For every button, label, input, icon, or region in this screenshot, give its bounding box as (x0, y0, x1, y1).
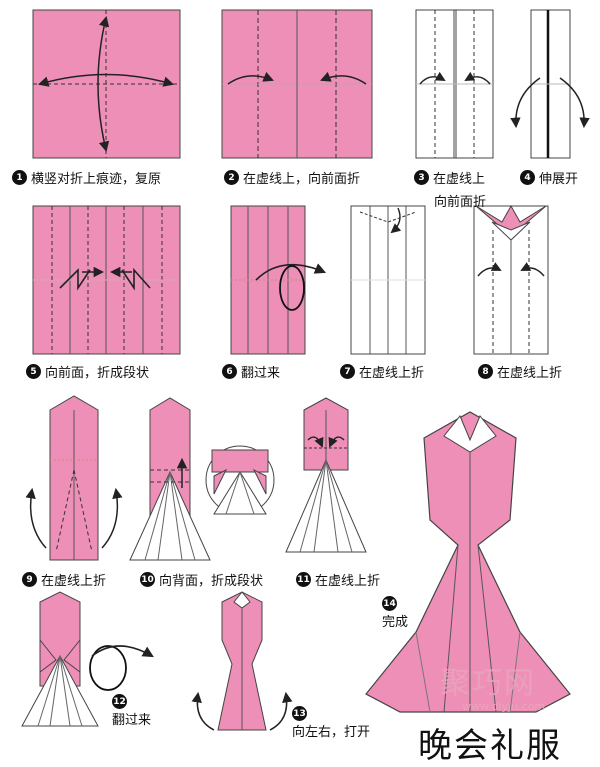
step-7-text: 在虚线上折 (359, 366, 425, 381)
page-title: 晚会礼服 (418, 726, 562, 766)
step-6-number: 6 (222, 364, 237, 379)
step-14-label: 14 完成 (382, 596, 408, 630)
step-3-figure (415, 9, 494, 159)
step-12-figure (21, 591, 154, 727)
step-8-label: 8 在虚线上折 (478, 362, 562, 381)
step-3-number: 3 (414, 170, 429, 185)
step-3-text: 在虚线上 (433, 172, 486, 187)
step-1-figure (32, 9, 181, 159)
step-13-text: 向左右，打开 (292, 725, 371, 740)
step-13-number: 13 (292, 706, 307, 721)
step-13-label: 13 向左右，打开 (292, 706, 370, 740)
watermark-logo: 聚巧网 (440, 666, 536, 701)
step-1-text: 横竖对折上痕迹，复原 (31, 172, 162, 187)
step-2-text: 在虚线上，向前面折 (243, 172, 361, 187)
step-5-figure (32, 205, 181, 355)
step-11-label: 11 在虚线上折 (296, 570, 380, 589)
step-2-label: 2 在虚线上，向前面折 (224, 168, 360, 187)
step-7-label: 7 在虚线上折 (340, 362, 424, 381)
step-10-number: 10 (140, 572, 155, 587)
step-11-number: 11 (296, 572, 311, 587)
step-12-label: 12 翻过来 (112, 694, 151, 728)
step-10-figure (129, 397, 275, 561)
step-9-figure (25, 395, 123, 561)
step-9-text: 在虚线上折 (41, 574, 107, 589)
step-2-number: 2 (224, 170, 239, 185)
step-5-text: 向前面，折成段状 (45, 366, 150, 381)
step-14-text: 完成 (382, 615, 409, 630)
step-3-text-2: 向前面折 (434, 195, 487, 210)
step-6-text: 翻过来 (241, 366, 281, 381)
step-9-number: 9 (22, 572, 37, 587)
watermark-url: www.diyju.com (462, 700, 546, 713)
step-4-figure (510, 9, 590, 159)
step-10-label: 10 向背面，折成段状 (140, 570, 263, 589)
step-4-number: 4 (520, 170, 535, 185)
step-5-number: 5 (26, 364, 41, 379)
step-10-text: 向背面，折成段状 (159, 574, 264, 589)
step-7-figure (350, 205, 426, 355)
step-14-figure (365, 411, 571, 713)
step-12-text: 翻过来 (112, 713, 152, 728)
step-4-label: 4 伸展开 (520, 168, 578, 187)
step-4-text: 伸展开 (539, 172, 579, 187)
step-12-number: 12 (112, 694, 127, 709)
step-1-label: 1 横竖对折上痕迹，复原 (12, 168, 161, 187)
step-6-figure (230, 205, 327, 355)
step-8-text: 在虚线上折 (497, 366, 563, 381)
step-7-number: 7 (340, 364, 355, 379)
step-11-figure (285, 397, 367, 553)
step-1-number: 1 (12, 170, 27, 185)
step-6-label: 6 翻过来 (222, 362, 280, 381)
step-13-figure (191, 591, 293, 731)
step-11-text: 在虚线上折 (315, 574, 381, 589)
step-9-label: 9 在虚线上折 (22, 570, 106, 589)
step-2-figure (221, 9, 373, 159)
step-5-label: 5 向前面，折成段状 (26, 362, 149, 381)
step-3-label: 3 在虚线上 向前面折 (414, 168, 486, 210)
step-8-number: 8 (478, 364, 493, 379)
step-14-number: 14 (382, 596, 397, 611)
step-8-figure (473, 204, 549, 355)
